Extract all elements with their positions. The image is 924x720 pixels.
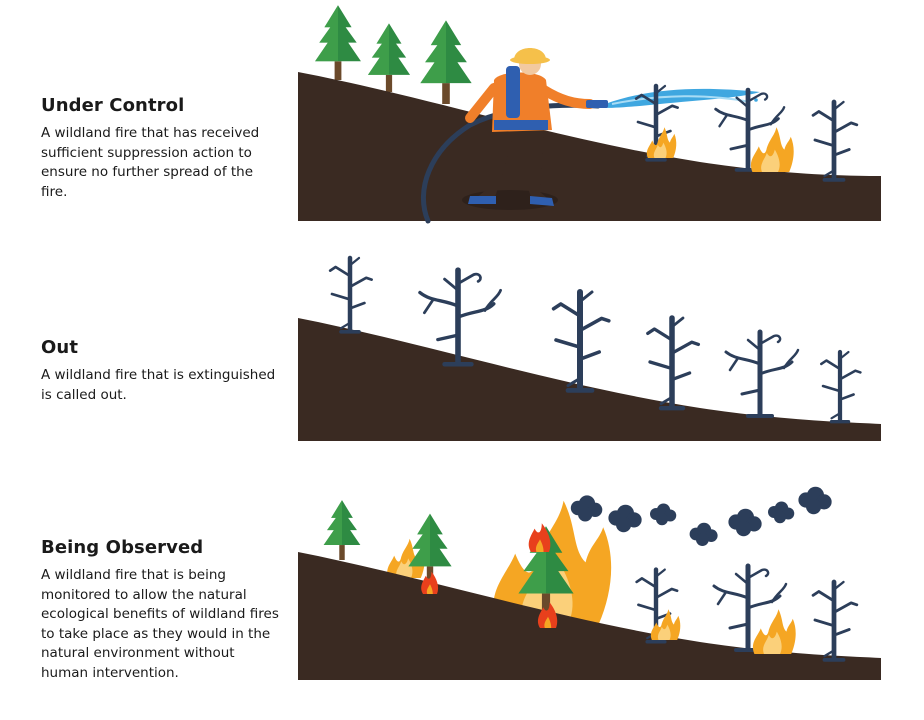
panel-description-out: A wildland fire that is extinguished is …	[41, 367, 276, 403]
panel-description-under-control: A wildland fire that has received suffic…	[41, 125, 260, 200]
panel-description-being-observed: A wildland fire that is being monitored …	[41, 567, 279, 681]
firefighter-icon	[465, 48, 608, 206]
dead-tree-icon	[813, 102, 857, 180]
dead-tree-icon	[813, 582, 857, 660]
panel-being-observed-text: Being Observed A wildland fire that is b…	[41, 537, 281, 684]
flame-icon	[752, 609, 796, 654]
panel-title-being-observed: Being Observed	[41, 537, 204, 558]
smoke-cloud-icon	[570, 495, 603, 522]
flame-icon	[528, 523, 551, 552]
scene-being-observed	[298, 486, 881, 680]
smoke-cloud-icon	[728, 508, 762, 537]
ground-slope	[298, 552, 881, 680]
pine-tree-icon	[323, 500, 361, 560]
dead-tree-icon	[648, 318, 699, 408]
smoke-cloud-icon	[798, 486, 832, 515]
flame-icon	[750, 127, 794, 172]
scene-out	[298, 258, 881, 441]
dead-tree-icon	[330, 258, 371, 332]
hose-icon	[420, 102, 601, 224]
pine-tree-icon	[367, 23, 411, 93]
smoke-cloud-icon	[768, 501, 795, 524]
dead-tree-icon	[726, 332, 798, 416]
flame-icon	[646, 127, 677, 158]
panel-out-text: Out A wildland fire that is extinguished…	[41, 337, 281, 405]
dead-tree-icon	[821, 352, 860, 422]
panel-under-control-text: Under Control A wildland fire that has r…	[41, 95, 281, 202]
ground-slope	[298, 318, 881, 441]
scene-under-control	[298, 5, 881, 224]
panel-title-under-control: Under Control	[41, 95, 185, 116]
smoke-cloud-icon	[608, 504, 642, 533]
dead-tree-icon	[554, 292, 609, 390]
ground-slope	[298, 72, 881, 221]
pine-tree-icon	[315, 5, 361, 81]
smoke-cloud-icon	[650, 503, 677, 526]
panel-title-out: Out	[41, 337, 79, 358]
pine-tree-icon	[420, 20, 472, 105]
smoke-cloud-icon	[689, 522, 718, 546]
